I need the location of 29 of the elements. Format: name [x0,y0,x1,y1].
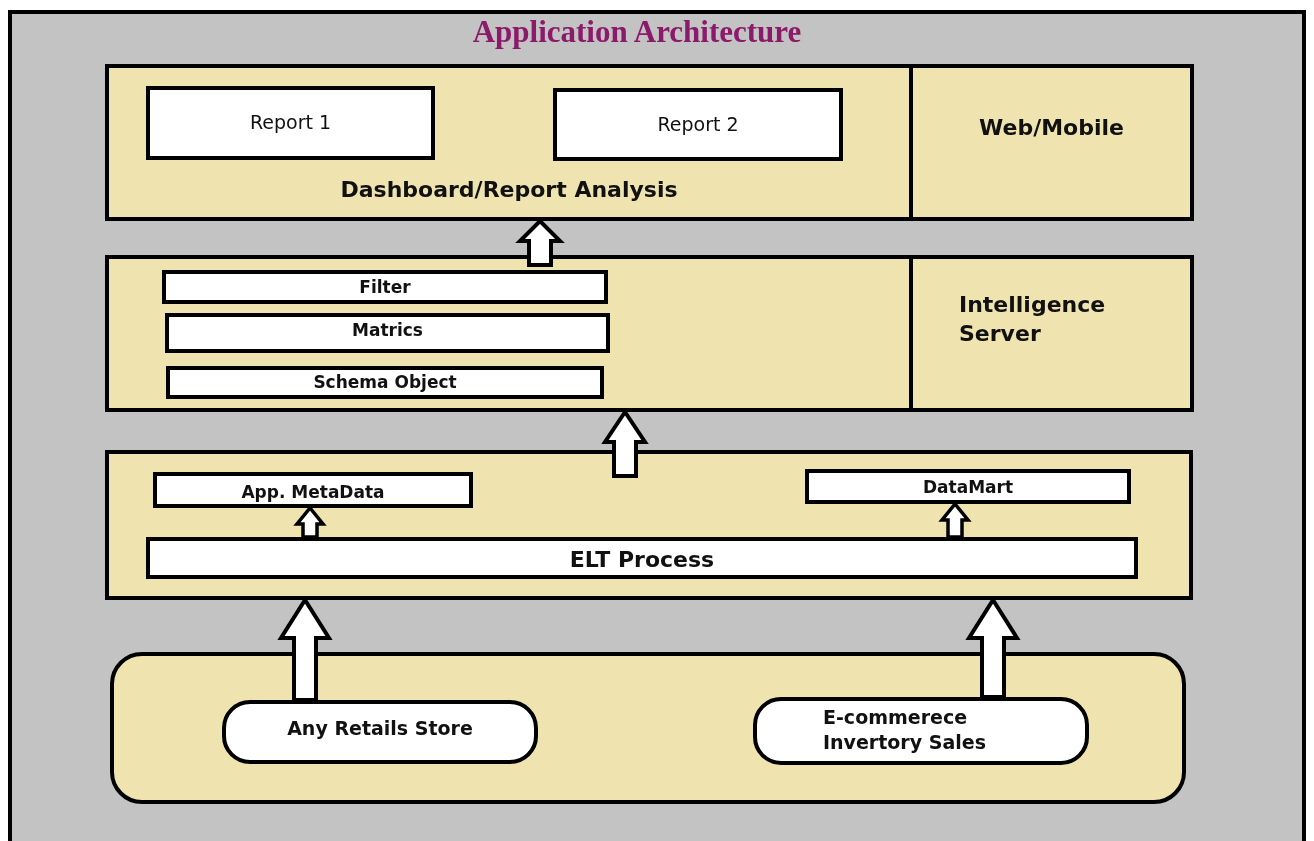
report-box [146,86,435,160]
label-text: Schema Object [312,371,458,394]
component-box [166,366,604,399]
label-text: Intelligence Server [959,291,1107,348]
block-arrow [515,218,565,267]
label-text: Any Retails Store [286,716,474,741]
label-text: App. MetaData [240,481,386,504]
data-source-box [753,697,1089,765]
label-text: E-commerece Invertory Sales [823,705,987,755]
label-text: ELT Process [568,546,716,574]
report-box [553,88,843,161]
process-bar [146,537,1138,579]
component-box [162,270,608,304]
component-box [153,472,473,508]
label-text: Matrics [351,319,424,342]
label-text: Report 1 [248,110,333,135]
label-text: Web/Mobile [978,114,1125,142]
data-source-box [222,700,538,764]
component-box [805,469,1131,504]
label-text: DataMart [921,476,1015,499]
label-text: Filter [358,276,412,299]
block-arrow [938,501,972,539]
layer-panel [110,652,1186,804]
component-box [165,313,610,353]
layer-panel [105,450,1193,600]
label-text: Dashboard/Report Analysis [339,176,679,204]
diagram-title: Application Architecture [471,14,803,50]
block-arrow [293,505,327,539]
label-text: Report 2 [656,112,740,137]
